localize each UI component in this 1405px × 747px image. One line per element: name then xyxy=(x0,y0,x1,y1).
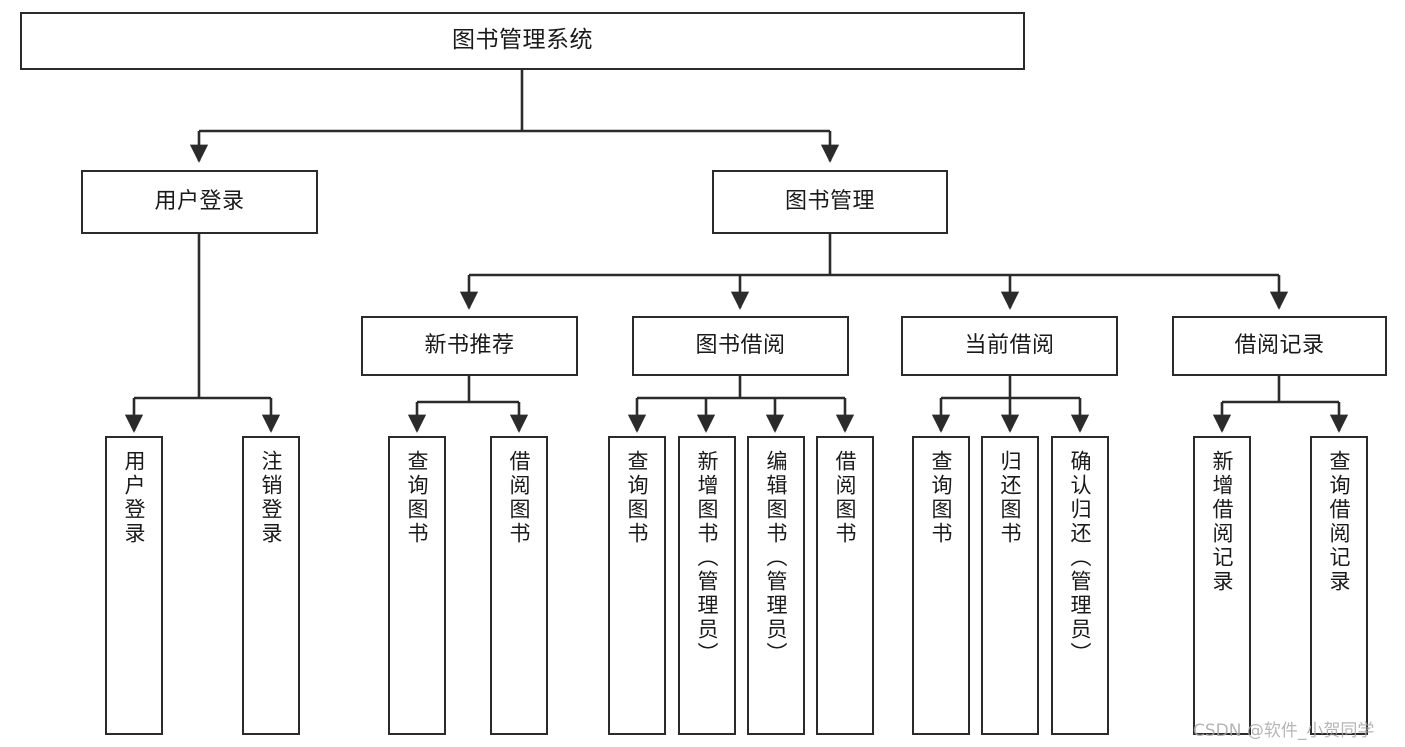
node-current-borrow-label: 当前借阅 xyxy=(964,333,1055,359)
node-leaf-query-record[interactable]: 查询借阅记录 xyxy=(1310,436,1368,735)
node-book-management-label: 图书管理 xyxy=(784,189,875,215)
node-new-book-recommend[interactable]: 新书推荐 xyxy=(361,316,578,376)
node-leaf-borrow-book-2-label: 借阅图书 xyxy=(833,450,858,546)
node-leaf-query-book-1-label: 查询图书 xyxy=(405,450,430,546)
node-leaf-return-book-label: 归还图书 xyxy=(998,450,1023,546)
node-leaf-user-login-label: 用户登录 xyxy=(122,450,147,546)
node-leaf-logout-login[interactable]: 注销登录 xyxy=(242,436,300,735)
node-leaf-add-record-label: 新增借阅记录 xyxy=(1210,450,1235,594)
node-leaf-add-book-label: 新增图书（管理员） xyxy=(695,450,720,666)
node-book-borrow[interactable]: 图书借阅 xyxy=(632,316,849,376)
node-leaf-user-login[interactable]: 用户登录 xyxy=(105,436,163,735)
node-book-borrow-label: 图书借阅 xyxy=(695,333,786,359)
node-book-management[interactable]: 图书管理 xyxy=(712,170,948,234)
node-root-label: 图书管理系统 xyxy=(452,27,593,54)
node-leaf-borrow-book-1[interactable]: 借阅图书 xyxy=(490,436,548,735)
node-leaf-borrow-book-2[interactable]: 借阅图书 xyxy=(816,436,874,735)
node-leaf-query-book-3-label: 查询图书 xyxy=(929,450,954,546)
node-new-book-recommend-label: 新书推荐 xyxy=(424,333,515,359)
node-root[interactable]: 图书管理系统 xyxy=(20,12,1025,70)
csdn-watermark: CSDN @软件_小贺同学 xyxy=(1193,721,1375,741)
node-leaf-edit-book[interactable]: 编辑图书（管理员） xyxy=(747,436,805,735)
node-leaf-query-book-3[interactable]: 查询图书 xyxy=(912,436,970,735)
node-leaf-return-book[interactable]: 归还图书 xyxy=(981,436,1039,735)
node-leaf-edit-book-label: 编辑图书（管理员） xyxy=(764,450,789,666)
node-user-login[interactable]: 用户登录 xyxy=(81,170,318,234)
node-leaf-query-book-2[interactable]: 查询图书 xyxy=(608,436,666,735)
node-leaf-query-book-1[interactable]: 查询图书 xyxy=(388,436,446,735)
node-leaf-confirm-return-label: 确认归还（管理员） xyxy=(1068,450,1093,666)
node-borrow-record-label: 借阅记录 xyxy=(1234,333,1325,359)
node-leaf-add-record[interactable]: 新增借阅记录 xyxy=(1193,436,1251,735)
node-user-login-label: 用户登录 xyxy=(154,189,245,215)
node-leaf-logout-login-label: 注销登录 xyxy=(259,450,284,546)
node-borrow-record[interactable]: 借阅记录 xyxy=(1172,316,1387,376)
node-leaf-confirm-return[interactable]: 确认归还（管理员） xyxy=(1051,436,1109,735)
node-leaf-query-book-2-label: 查询图书 xyxy=(625,450,650,546)
node-leaf-add-book[interactable]: 新增图书（管理员） xyxy=(678,436,736,735)
node-current-borrow[interactable]: 当前借阅 xyxy=(901,316,1118,376)
node-leaf-query-record-label: 查询借阅记录 xyxy=(1327,450,1352,594)
node-leaf-borrow-book-1-label: 借阅图书 xyxy=(507,450,532,546)
